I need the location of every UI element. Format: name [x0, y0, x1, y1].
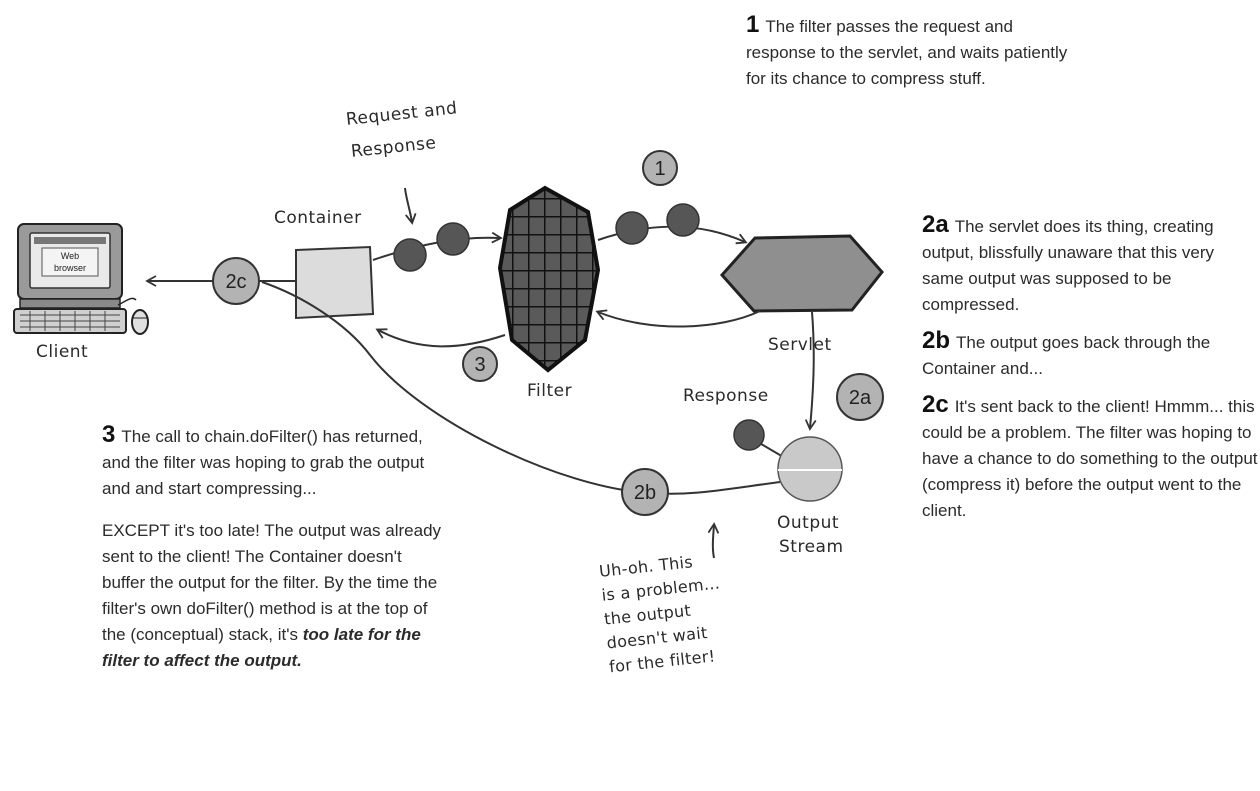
- filter-shape: [497, 185, 601, 373]
- svg-text:2b: 2b: [634, 482, 656, 504]
- request-response-pointer: [404, 187, 417, 225]
- callout-2c-text: It's sent back to the client! Hmmm... th…: [922, 397, 1258, 520]
- callout-3-text: The call to chain.doFilter() has returne…: [102, 427, 425, 498]
- stream-label: Stream: [779, 537, 844, 557]
- uhoh-pointer: [707, 522, 720, 559]
- client-label: Client: [36, 342, 89, 362]
- uhoh-note: Uh-oh. This is a problem... the output d…: [598, 548, 729, 680]
- container-label: Container: [274, 208, 362, 228]
- svg-text:1: 1: [654, 158, 665, 180]
- request-dot: [393, 238, 427, 272]
- client-computer-icon: [13, 223, 149, 335]
- response-dot: [436, 222, 470, 256]
- callout-2b-number: 2b: [922, 327, 951, 354]
- screen-label-web: Web: [61, 251, 79, 261]
- servlet-to-stream-arrow: [804, 311, 817, 431]
- callout-2c-number: 2c: [922, 391, 949, 418]
- output-path-curve: [261, 281, 781, 495]
- svg-text:2c: 2c: [225, 271, 246, 293]
- callout-1-text: The filter passes the request and respon…: [746, 17, 1068, 88]
- callout-3-warning-text: EXCEPT it's too late! The output was alr…: [102, 521, 442, 644]
- output-label: Output: [777, 513, 840, 533]
- callout-2a-text: The servlet does its thing, creating out…: [922, 217, 1214, 314]
- request-dot: [615, 211, 649, 245]
- callout-1-number: 1: [746, 11, 760, 38]
- screen-label-browser: browser: [54, 263, 86, 273]
- badge-2c: 2c: [212, 257, 260, 305]
- response-object-dot: [733, 419, 765, 451]
- svg-text:2a: 2a: [849, 387, 872, 409]
- container-box: [295, 245, 375, 320]
- badge-1: 1: [642, 150, 678, 186]
- servlet-label: Servlet: [768, 335, 832, 355]
- badge-2a: 2a: [836, 373, 884, 421]
- return-arrow-to-filter: [595, 309, 761, 328]
- filter-label: Filter: [527, 381, 573, 401]
- return-arrow-to-container: [375, 328, 506, 348]
- response-object-label: Response: [683, 386, 769, 406]
- servlet-shape: [719, 234, 884, 313]
- callout-3-number: 3: [102, 421, 116, 448]
- callout-2b-text: The output goes back through the Contain…: [922, 333, 1211, 378]
- badge-3: 3: [462, 346, 498, 382]
- svg-text:3: 3: [474, 354, 485, 376]
- response-dot: [666, 203, 700, 237]
- badge-2b: 2b: [621, 468, 669, 516]
- callout-2a-number: 2a: [922, 211, 949, 238]
- callout-3-emphasis: too late for the filter to affect the ou…: [102, 625, 421, 670]
